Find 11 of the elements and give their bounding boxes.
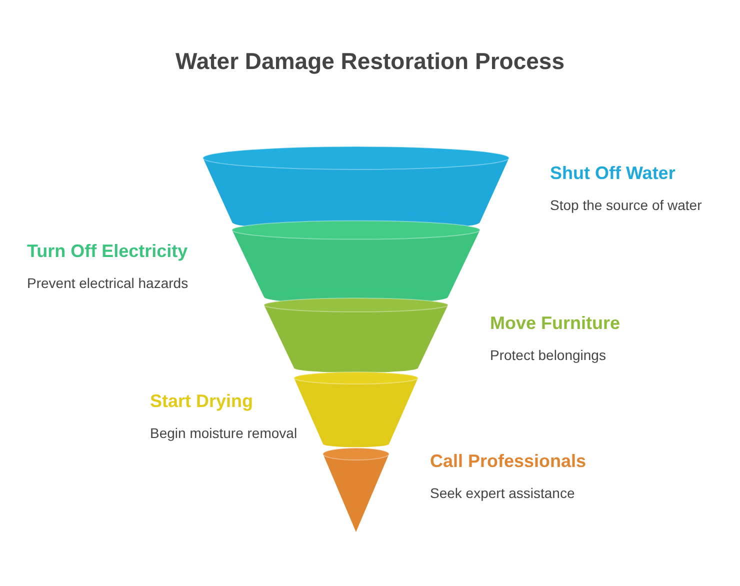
step-heading: Call Professionals [430, 451, 586, 472]
step-heading: Turn Off Electricity [27, 241, 188, 262]
diagram-title: Water Damage Restoration Process [174, 48, 566, 75]
step-heading: Move Furniture [490, 313, 620, 334]
step-description: Protect belongings [490, 347, 607, 363]
step-heading: Start Drying [150, 391, 254, 412]
step-description: Begin moisture removal [150, 425, 298, 441]
step-description: Stop the source of water [550, 197, 702, 213]
step-description: Prevent electrical hazards [27, 275, 188, 291]
step-heading: Shut Off Water [550, 163, 676, 184]
step-description: Seek expert assistance [430, 485, 576, 501]
